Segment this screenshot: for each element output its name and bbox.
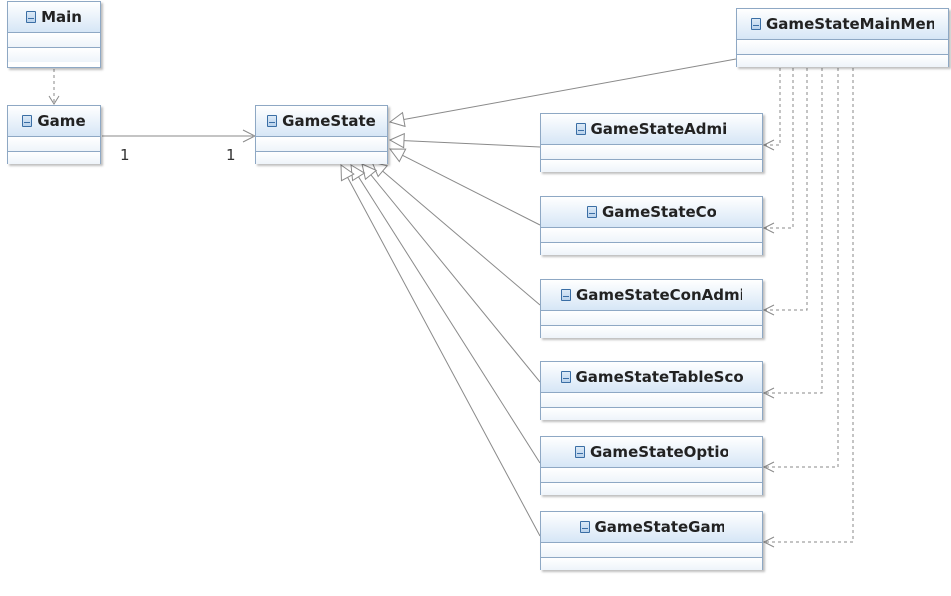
class-icon <box>26 11 37 23</box>
operations-compartment <box>8 48 100 62</box>
generalization-admin-arrowhead <box>388 132 405 149</box>
class-gamestategame[interactable]: GameStateGame <box>540 511 763 570</box>
operations-compartment <box>541 160 762 172</box>
attributes-compartment <box>256 137 387 152</box>
class-gamestatetablescore[interactable]: GameStateTableScore <box>540 361 763 420</box>
class-name: Game <box>37 112 86 130</box>
attributes-compartment <box>737 40 948 55</box>
dependency-mainmenu-admin-arrowhead <box>762 139 775 151</box>
class-main[interactable]: Main <box>7 1 101 68</box>
class-icon <box>751 18 761 30</box>
generalization-options <box>358 176 541 464</box>
attributes-compartment <box>541 393 762 408</box>
operations-compartment <box>541 558 762 570</box>
operations-compartment <box>541 408 762 420</box>
class-name: GameStateAdmin <box>590 120 728 138</box>
dependency-mainmenu-tablescore <box>765 68 823 394</box>
class-name: GameState <box>282 112 376 130</box>
class-gamestateconadmin[interactable]: GameStateConAdmin <box>540 279 763 338</box>
class-name: GameStateMainMenu <box>766 15 934 33</box>
class-name: GameStateTableScore <box>575 368 743 386</box>
attributes-compartment <box>541 468 762 483</box>
attributes-compartment <box>541 543 762 558</box>
generalization-game <box>347 177 541 537</box>
class-name: GameStateConAdmin <box>576 286 742 304</box>
operations-compartment <box>256 152 387 164</box>
dependency-mainmenu-conadmin <box>765 68 808 311</box>
generalization-admin <box>403 140 541 148</box>
dependency-mainmenu-options <box>765 68 839 468</box>
class-icon <box>575 446 585 458</box>
attributes-compartment <box>541 145 762 160</box>
generalization-mainmenu-arrowhead <box>388 111 406 128</box>
dependency-mainmenu-admin <box>765 68 781 146</box>
association-source-multiplicity: 1 <box>120 146 130 164</box>
generalization-tablescore <box>370 174 541 383</box>
generalization-mainmenu <box>403 58 737 120</box>
association-target-multiplicity: 1 <box>226 146 236 164</box>
class-icon <box>560 371 571 383</box>
class-icon <box>267 115 278 127</box>
class-icon <box>587 206 597 218</box>
class-icon <box>561 289 571 301</box>
attributes-compartment <box>541 311 762 326</box>
operations-compartment <box>737 55 948 67</box>
dependency-mainmenu-options-arrowhead <box>762 461 775 473</box>
attributes-compartment <box>541 228 762 243</box>
class-game[interactable]: Game <box>7 105 101 164</box>
class-name: Main <box>41 8 82 26</box>
class-gamestate[interactable]: GameState <box>255 105 388 164</box>
class-icon <box>575 123 586 135</box>
attributes-compartment <box>8 137 100 152</box>
class-gamestatemainmenu[interactable]: GameStateMainMenu <box>736 8 949 67</box>
class-gamestatecon[interactable]: GameStateCon <box>540 196 763 255</box>
attributes-compartment <box>8 33 100 48</box>
dependency-arrowhead <box>48 95 60 105</box>
class-icon <box>579 521 590 533</box>
operations-compartment <box>541 243 762 255</box>
class-name: GameStateOptions <box>590 443 728 461</box>
class-name: GameStateGame <box>594 518 724 536</box>
dependency-mainmenu-game <box>765 68 854 543</box>
operations-compartment <box>541 326 762 338</box>
class-icon <box>22 115 33 127</box>
dependency-mainmenu-con-arrowhead <box>762 222 775 234</box>
operations-compartment <box>541 483 762 495</box>
generalization-con <box>402 154 541 226</box>
dependency-mainmenu-conadmin-arrowhead <box>762 304 775 316</box>
dependency-mainmenu-tablescore-arrowhead <box>762 387 775 399</box>
class-gamestateoptions[interactable]: GameStateOptions <box>540 436 763 495</box>
operations-compartment <box>8 152 100 164</box>
dependency-mainmenu-game-arrowhead <box>762 536 775 548</box>
generalization-conadmin <box>382 170 541 306</box>
class-gamestateadmin[interactable]: GameStateAdmin <box>540 113 763 172</box>
class-name: GameStateCon <box>602 203 716 221</box>
